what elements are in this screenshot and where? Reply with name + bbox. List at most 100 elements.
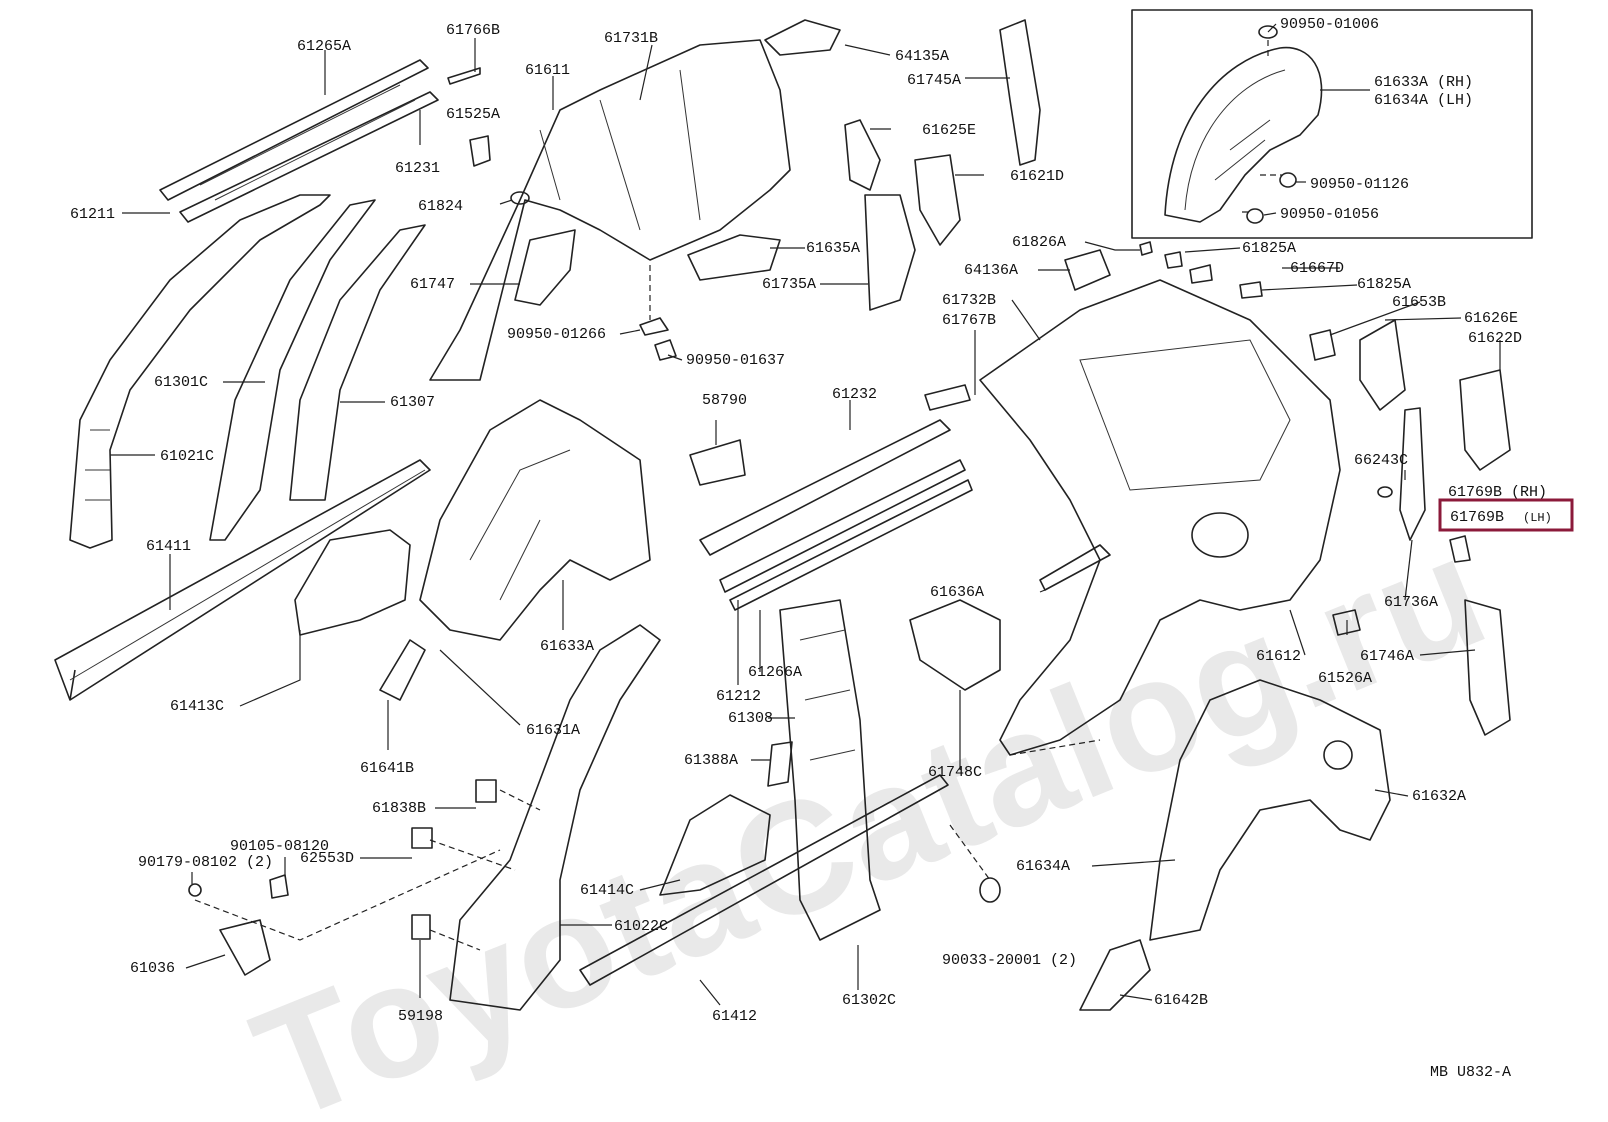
label-66243C: 66243C: [1354, 452, 1408, 469]
left-dashes: [194, 789, 541, 951]
rail-61232: [699, 419, 951, 556]
rail-61266A: [729, 479, 973, 611]
label-61212: 61212: [716, 688, 761, 705]
label-90950-01637: 90950-01637: [686, 352, 785, 369]
part-61036-shape: [219, 919, 271, 976]
label-61231: 61231: [395, 160, 440, 177]
label-61022C: 61022C: [614, 918, 668, 935]
pillar-61301C: [209, 199, 376, 541]
part-61621D-shape: [914, 154, 961, 246]
label-61625E: 61625E: [922, 122, 976, 139]
label-61633A: 61633A: [540, 638, 594, 655]
quarter-upper-detail: [539, 69, 701, 231]
quarter-dash: [1009, 739, 1101, 756]
part-61622D-shape: [1459, 369, 1511, 471]
label-61307: 61307: [390, 394, 435, 411]
label-61411: 61411: [146, 538, 191, 555]
label-61825A-1: 61825A: [1242, 240, 1296, 257]
small-plates: [1139, 241, 1263, 299]
label-61769B-LH[interactable]: 61769B: [1450, 509, 1504, 526]
rocker-61412: [579, 774, 949, 986]
inset-dashes: [1238, 40, 1282, 213]
clip-90950-01056: [1246, 208, 1264, 224]
part-61526A-shape: [1332, 609, 1361, 636]
pillar-detail: [799, 629, 856, 761]
part-61746A-shape: [1464, 599, 1511, 736]
label-61766B: 61766B: [446, 22, 500, 39]
figure-code: MB U832-A: [1430, 1064, 1511, 1081]
part-61636A-shape: [1039, 544, 1111, 591]
part-59198-shape: [411, 914, 431, 940]
label-61838B: 61838B: [372, 800, 426, 817]
label-61388A: 61388A: [684, 752, 738, 769]
plug-90033-20001: [979, 877, 1001, 903]
roof-rail-61211: [159, 59, 439, 223]
part-61413C-shape: [294, 529, 411, 636]
part-61766B-shape: [447, 67, 481, 85]
label-61265A: 61265A: [297, 38, 351, 55]
pillar-61308: [779, 599, 881, 941]
label-61731B: 61731B: [604, 30, 658, 47]
leader-lines: [110, 23, 1501, 1006]
label-61021C: 61021C: [160, 448, 214, 465]
label-61642B: 61642B: [1154, 992, 1208, 1009]
label-61732B: 61732B: [942, 292, 996, 309]
bolt-90105-08120: [269, 874, 289, 899]
rocker-61411: [54, 459, 431, 701]
part-61653B-shape: [1309, 329, 1336, 361]
quarter-upper-61731B: [429, 39, 791, 381]
clip-90179-08102: [188, 883, 202, 897]
rail-61212: [719, 459, 966, 593]
clip-90950-01006: [1258, 25, 1278, 39]
label-90950-01266: 90950-01266: [507, 326, 606, 343]
rocker-detail: [69, 469, 426, 681]
label-61635A: 61635A: [806, 240, 860, 257]
label-90950-01126: 90950-01126: [1310, 176, 1409, 193]
label-59198: 59198: [398, 1008, 443, 1025]
roof-rail-detail: [199, 84, 416, 201]
label-61525A: 61525A: [446, 106, 500, 123]
label-61036: 61036: [130, 960, 175, 977]
label-61621D: 61621D: [1010, 168, 1064, 185]
inset-wheelhouse-detail: [1184, 69, 1286, 211]
label-61266A: 61266A: [748, 664, 802, 681]
label-90105-08120: 90105-08120: [230, 838, 329, 855]
label-61634A-LH: 61634A (LH): [1374, 92, 1473, 109]
label-61414C: 61414C: [580, 882, 634, 899]
part-61525A-shape: [469, 135, 491, 167]
label-62553D: 62553D: [300, 850, 354, 867]
part-61767B-shape: [924, 384, 971, 411]
part-62553D-shape: [411, 827, 433, 849]
label-58790: 58790: [702, 392, 747, 409]
label-90179-08102: 90179-08102 (2): [138, 854, 273, 871]
label-61745A: 61745A: [907, 72, 961, 89]
label-61622D: 61622D: [1468, 330, 1522, 347]
label-61612: 61612: [1256, 648, 1301, 665]
part-61838B-shape: [475, 779, 497, 803]
label-61641B: 61641B: [360, 760, 414, 777]
part-61747-shape: [514, 229, 576, 306]
wheelhouse-61632A: [1149, 679, 1391, 941]
label-90033-20001: 90033-20001 (2): [942, 952, 1077, 969]
part-61635A-shape: [687, 234, 781, 281]
label-61211: 61211: [70, 206, 115, 223]
label-61626E: 61626E: [1464, 310, 1518, 327]
part-61824-shape: [510, 191, 530, 205]
label-61769B-LH-suffix: (LH): [1523, 511, 1552, 525]
label-61611: 61611: [525, 62, 570, 79]
part-61736A-shape: [1399, 407, 1426, 541]
highlight-box-61769B[interactable]: [1438, 498, 1574, 532]
part-61641B-shape: [379, 639, 426, 701]
part-61748C-shape: [909, 599, 1001, 691]
label-61634A: 61634A: [1016, 858, 1070, 875]
part-61626E-shape: [1359, 319, 1406, 411]
part-61769B-shape: [1449, 535, 1471, 563]
label-61769B-RH: 61769B (RH): [1448, 484, 1547, 501]
fuel-door-opening: [1191, 512, 1249, 558]
label-61736A: 61736A: [1384, 594, 1438, 611]
clip-90950-01637: [654, 339, 677, 361]
label-61412: 61412: [712, 1008, 757, 1025]
label-61631A: 61631A: [526, 722, 580, 739]
